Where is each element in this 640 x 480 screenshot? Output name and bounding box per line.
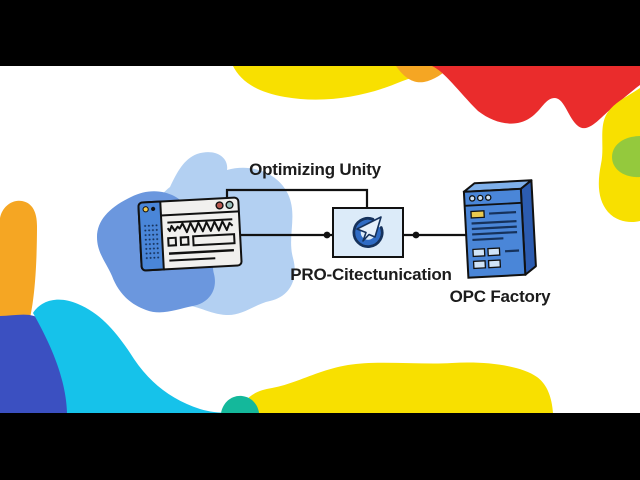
- window-dot-teal: [225, 200, 234, 209]
- connector-dot-right: [412, 231, 420, 239]
- background-blobs: [0, 66, 640, 413]
- server-strip-divider: [464, 201, 522, 207]
- blob-right-green: [612, 136, 640, 178]
- diagram-illustration: [97, 152, 537, 316]
- content-line-2: [169, 257, 216, 262]
- server-slot-1: [472, 248, 486, 258]
- gateway-label: PRO-Citectunication: [290, 265, 452, 284]
- waveform-line: [166, 220, 234, 234]
- connection-label: Optimizing Unity: [249, 160, 381, 179]
- blob-bottom-cyan: [33, 299, 250, 413]
- server-led-3: [484, 194, 492, 201]
- node-opc-server: [462, 179, 537, 279]
- server-text-lines: [471, 211, 520, 253]
- content-line-top: [167, 218, 233, 224]
- window-dot-red: [215, 201, 224, 210]
- server-led-1: [469, 195, 476, 202]
- blob-bottom-yellow: [241, 362, 553, 413]
- node-hmi-workstation: [137, 196, 243, 272]
- letterbox-bottom: [0, 413, 640, 480]
- blob-top-right-red: [432, 66, 640, 129]
- circular-arrow-send-icon: [352, 216, 384, 248]
- server-slot-4: [487, 259, 502, 269]
- spine-dot-grid: [142, 223, 161, 262]
- content-square-2: [179, 236, 190, 247]
- browser-topbar-divider: [160, 210, 239, 217]
- content-line-1: [168, 249, 234, 255]
- content-bar: [192, 233, 236, 247]
- server-badge: [470, 210, 485, 219]
- server-slot-2: [487, 247, 501, 257]
- blob-top-yellow: [233, 66, 447, 100]
- connector-dot-left: [323, 231, 331, 239]
- opc-server-label: OPC Factory: [449, 287, 551, 306]
- server-slot-3: [472, 260, 487, 270]
- spine-dot-black: [151, 206, 156, 211]
- spine-dot-yellow: [142, 206, 149, 213]
- diagram-canvas: Optimizing Unity PRO-Citectunication OPC…: [0, 66, 640, 413]
- icon-outer-ring: [352, 217, 384, 248]
- blob-left-orange: [0, 200, 37, 324]
- blob-bottom-teal: [221, 395, 259, 413]
- server-led-2: [476, 194, 484, 202]
- icon-send-arrow: [356, 216, 382, 242]
- connector-top-path: [225, 188, 369, 208]
- blob-top-orange: [396, 66, 451, 83]
- node-communication-gateway: [332, 207, 404, 258]
- icon-inner-swoosh: [355, 219, 381, 246]
- content-square-1: [167, 236, 178, 247]
- letterbox-top: [0, 0, 640, 66]
